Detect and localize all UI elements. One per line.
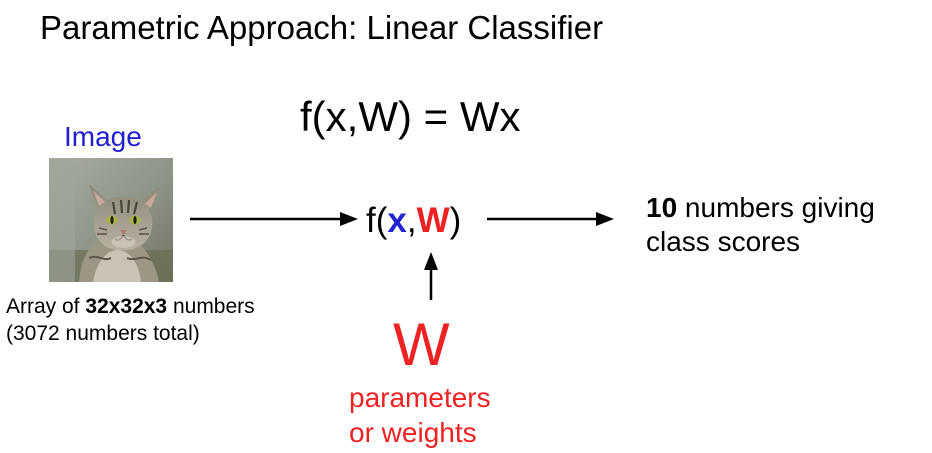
arrow-weights-to-function [424,252,438,300]
output-count: 10 [646,192,678,223]
formula: f(x,W) = Wx [300,93,521,140]
weights-line1: parameters [349,382,491,413]
output-line1: 10 numbers giving [646,192,875,223]
function-node: f(x,W) [366,201,462,240]
weights-description: parameters or weights [349,380,491,450]
function-arg-x: x [387,201,407,240]
arrow-image-to-function [190,212,358,226]
image-label: Image [64,121,142,152]
weights-symbol: W [393,311,450,378]
output-description: 10 numbers giving class scores [646,191,875,259]
function-arg-w: W [416,201,450,240]
arrow-function-to-output [487,212,614,226]
output-line2: class scores [646,226,801,257]
image-description-line1: Array of 32x32x3 numbers [6,295,255,318]
weights-line2: or weights [349,417,477,448]
image-description: Array of 32x32x3 numbers (3072 numbers t… [6,293,255,347]
image-dimensions: 32x32x3 [85,295,168,318]
cat-image [49,158,173,282]
image-description-line2: (3072 numbers total) [6,322,200,345]
slide-title: Parametric Approach: Linear Classifier [40,9,604,46]
